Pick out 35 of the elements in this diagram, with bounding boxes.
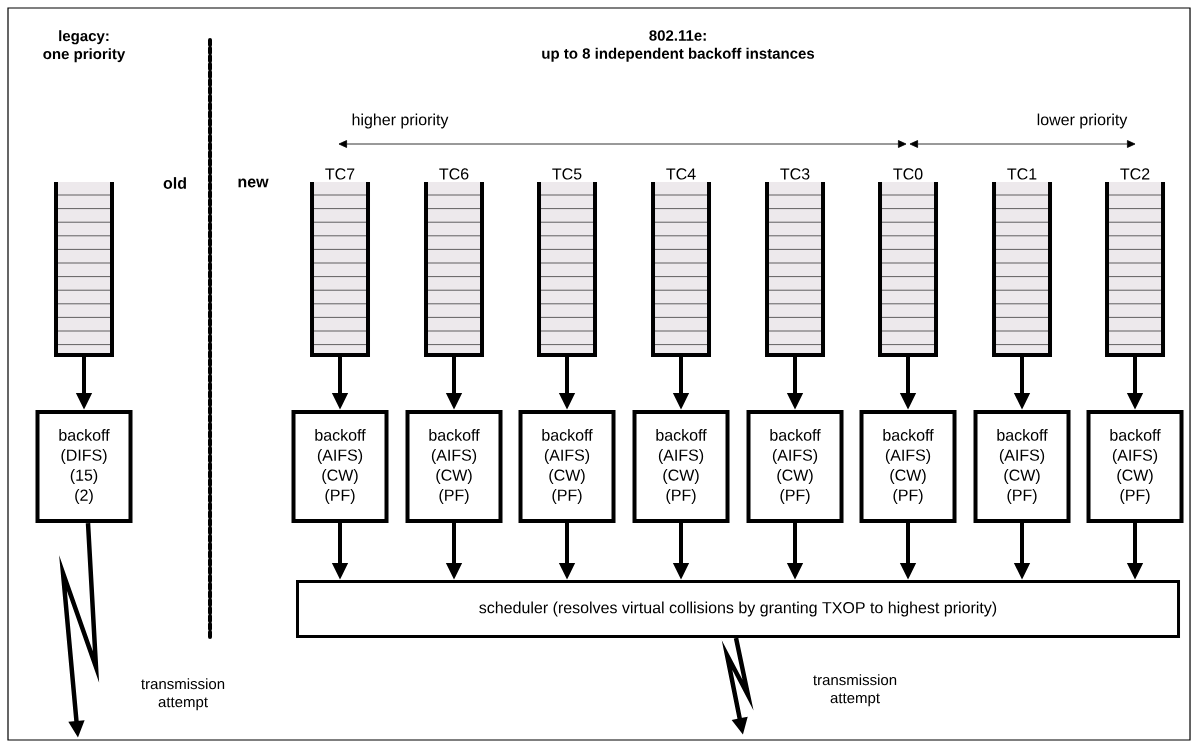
queue: TC1 bbox=[992, 168, 1052, 357]
node-label: TC7 bbox=[325, 168, 355, 180]
backoff-box: backoff (AIFS) (CW) (PF) bbox=[746, 410, 844, 523]
scheduler-box: scheduler (resolves virtual collisions by granting TXOP to highest priority) bbox=[296, 580, 1180, 638]
backoff-box: backoff (AIFS) (CW) (PF) bbox=[518, 410, 616, 523]
side-label: new bbox=[238, 178, 269, 188]
node-label: TC3 bbox=[780, 168, 810, 180]
queue: TC2 bbox=[1105, 168, 1165, 357]
side-label: old bbox=[163, 177, 186, 189]
backoff-box: backoff (AIFS) (CW) (PF) bbox=[973, 410, 1071, 523]
node-label: TC1 bbox=[1007, 168, 1037, 180]
node-label: TC6 bbox=[439, 168, 469, 180]
transmission-label: transmission attempt bbox=[141, 678, 225, 711]
backoff-box: backoff (AIFS) (CW) (PF) bbox=[291, 410, 389, 523]
priority-label: higher priority bbox=[352, 113, 449, 129]
heading: legacy: one priority bbox=[43, 30, 126, 63]
priority-label: lower priority bbox=[1037, 113, 1128, 129]
backoff-box: backoff (DIFS) (15) (2) bbox=[35, 410, 133, 523]
transmission-label: transmission attempt bbox=[813, 674, 897, 707]
queue: TC6 bbox=[424, 168, 484, 357]
backoff-box: backoff (AIFS) (CW) (PF) bbox=[859, 410, 957, 523]
queue: TC3 bbox=[765, 168, 825, 357]
queue: TC4 bbox=[651, 168, 711, 357]
queue: TC5 bbox=[537, 168, 597, 357]
queue: TC0 bbox=[878, 168, 938, 357]
heading: 802.11e: up to 8 independent backoff instances bbox=[542, 30, 815, 62]
queue bbox=[54, 182, 114, 357]
node-label: TC5 bbox=[552, 168, 582, 180]
backoff-box: backoff (AIFS) (CW) (PF) bbox=[632, 410, 730, 523]
backoff-box: backoff (AIFS) (CW) (PF) bbox=[405, 410, 503, 523]
node-label: TC0 bbox=[893, 168, 923, 180]
backoff-box: backoff (AIFS) (CW) (PF) bbox=[1086, 410, 1184, 523]
node-label: TC2 bbox=[1120, 168, 1150, 180]
queue: TC7 bbox=[310, 168, 370, 357]
node-label: TC4 bbox=[666, 168, 696, 180]
